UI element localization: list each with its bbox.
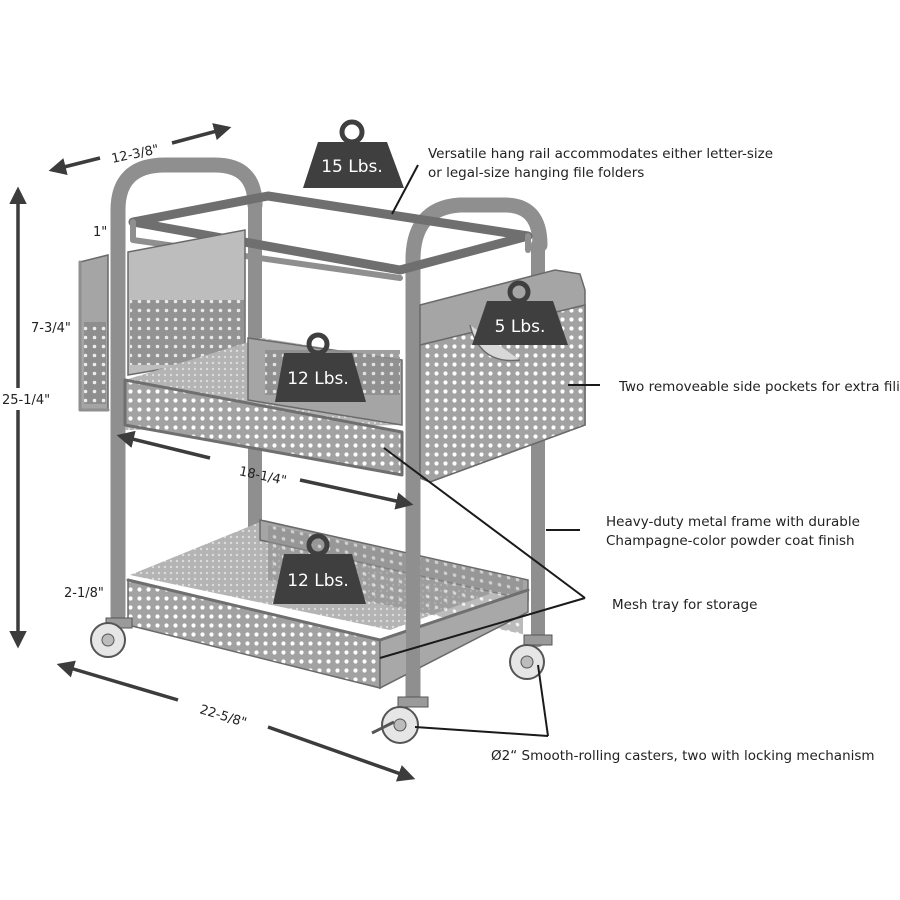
weight-badge-top-tray: 12 Lbs. xyxy=(275,332,366,402)
leader-mesh-tray-bottom xyxy=(379,597,586,659)
right-handle-arch xyxy=(405,197,548,708)
weight-label-bottom-tray: 12 Lbs. xyxy=(287,571,349,591)
dim-label-top-tray-height: 7-3/4" xyxy=(31,321,71,336)
caster-back-right xyxy=(509,634,553,680)
callout-side-pockets: Two removeable side pockets for extra fi… xyxy=(618,379,900,395)
callout-frame-line-1: Heavy-duty metal frame with durable xyxy=(606,514,860,530)
callout-frame: Heavy-duty metal frame with durable Cham… xyxy=(606,514,860,549)
callout-casters: Ø2“ Smooth-rolling casters, two with loc… xyxy=(491,748,875,764)
weight-label-top-tray: 12 Lbs. xyxy=(287,369,349,389)
dimension-total-height: 25-1/4" xyxy=(2,186,52,649)
weight-badge-bottom-tray: 12 Lbs. xyxy=(273,533,366,604)
dim-label-rail-gap: 1" xyxy=(93,225,107,240)
weight-badge-hang-rail: 15 Lbs. xyxy=(303,119,404,188)
leader-mesh-tray-top xyxy=(383,447,586,599)
hang-rail xyxy=(128,191,533,281)
callout-hang-rail-line-2: or legal-size hanging file folders xyxy=(428,165,644,181)
weight-label-hang-rail: 15 Lbs. xyxy=(321,157,383,177)
leader-casters-2 xyxy=(537,664,549,737)
rolling-cart-illustration xyxy=(78,157,586,744)
callout-mesh-tray: Mesh tray for storage xyxy=(612,597,757,613)
dim-label-total-height: 25-1/4" xyxy=(2,393,50,408)
callout-frame-line-2: Champagne-color powder coat finish xyxy=(606,533,855,549)
caster-front-left xyxy=(90,617,133,658)
dim-label-bottom-clearance: 2-1/8" xyxy=(64,586,104,601)
weight-badge-side-pocket: 5 Lbs. xyxy=(472,280,568,345)
callout-hang-rail-line-1: Versatile hang rail accommodates either … xyxy=(428,146,773,162)
weight-label-side-pocket: 5 Lbs. xyxy=(495,317,546,337)
callout-hang-rail: Versatile hang rail accommodates either … xyxy=(428,146,773,181)
leader-casters-1 xyxy=(414,726,549,737)
left-handle-arch xyxy=(110,157,263,623)
dim-label-inner-width: 18-1/4" xyxy=(238,464,288,489)
leader-hang-rail xyxy=(391,164,419,215)
caster-front-right-locking xyxy=(371,696,429,744)
dim-label-overall-width: 22-5/8" xyxy=(198,702,248,730)
